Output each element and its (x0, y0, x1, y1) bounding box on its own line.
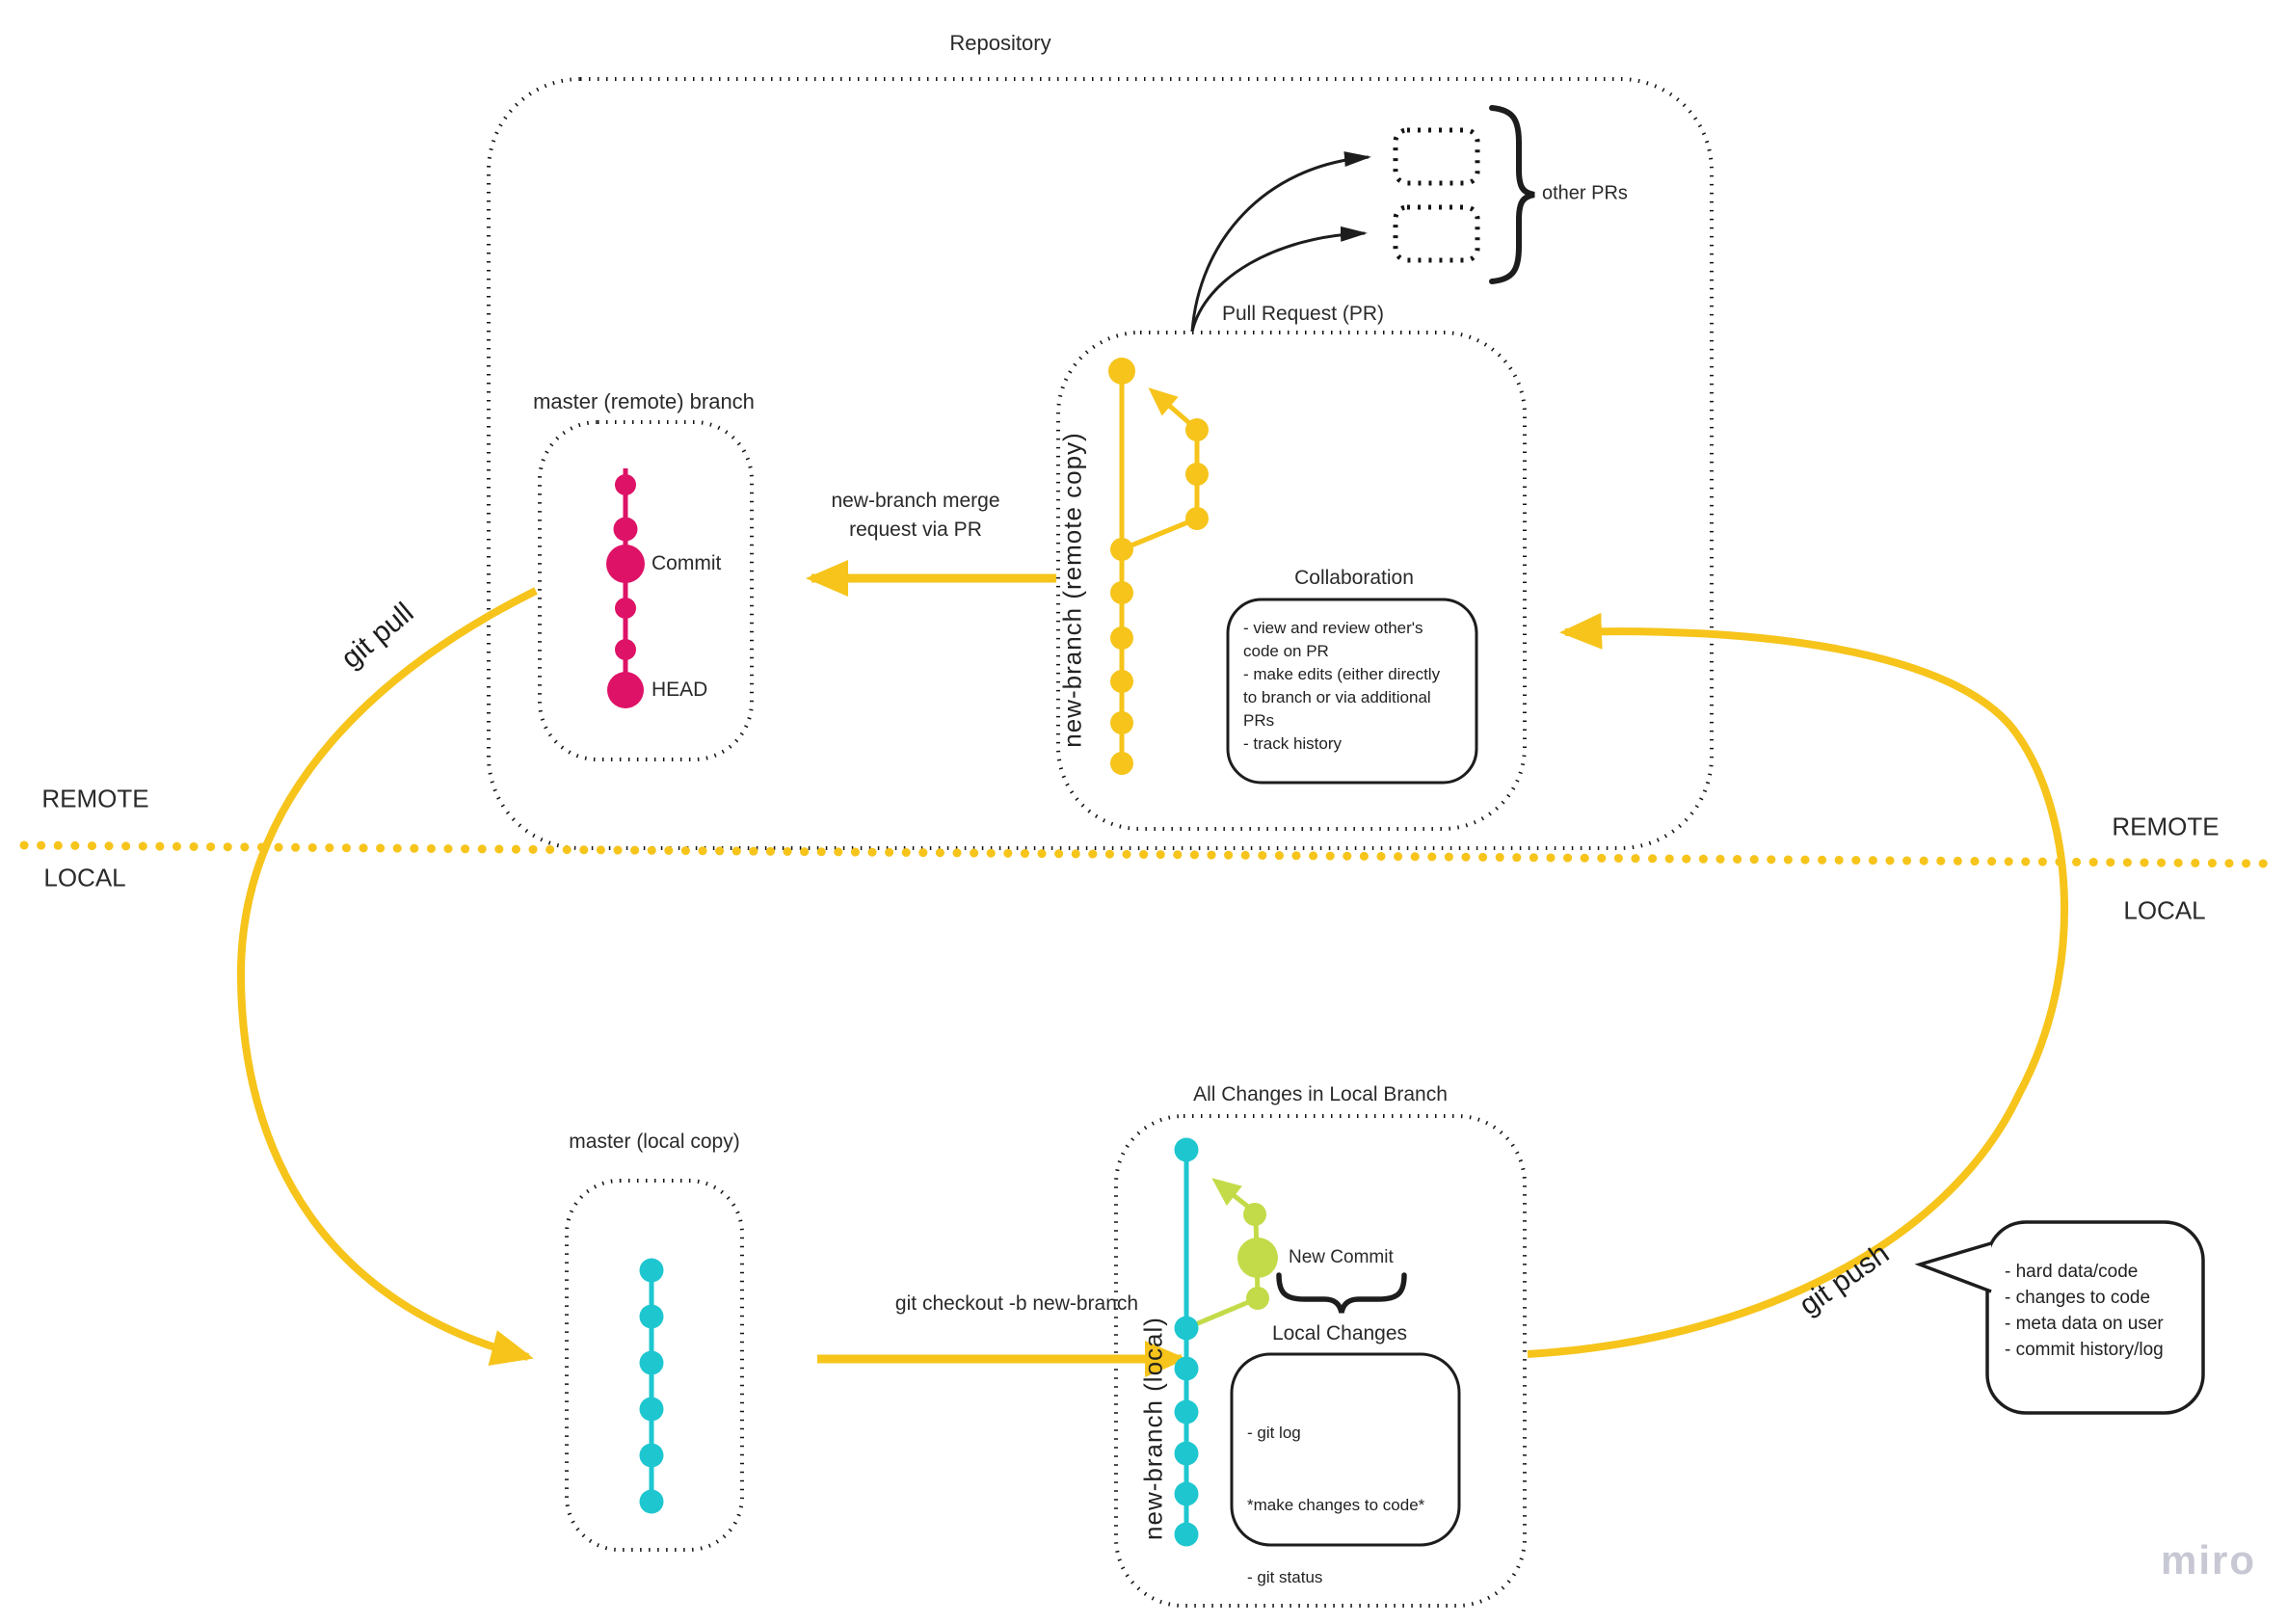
new-commit-dot-large (1237, 1238, 1278, 1278)
all-changes-title: All Changes in Local Branch (1193, 1083, 1448, 1105)
commit-dot (1174, 1316, 1199, 1341)
pr-commit-graph (1108, 358, 1209, 775)
commit-dot (1110, 626, 1133, 650)
commit-dot-large (606, 545, 645, 583)
other-pr-arrow-2 (1190, 226, 1368, 333)
remote-label-left: REMOTE (41, 784, 149, 813)
master-local-title: master (local copy) (569, 1131, 740, 1153)
master-remote-branch-box (538, 420, 754, 761)
checkout-label: git checkout -b new-branch (894, 1292, 1139, 1315)
commit-dot (1243, 1203, 1266, 1226)
commit-dot (1174, 1441, 1199, 1466)
commit-dot (1110, 538, 1133, 561)
local-changes-note-box (1230, 1352, 1461, 1547)
remote-label-right: REMOTE (2112, 812, 2220, 841)
commit-dot (1174, 1356, 1199, 1381)
other-prs-brace (1489, 105, 1535, 284)
git-push-curve (1527, 612, 2069, 1358)
new-commit-label: New Commit (1289, 1247, 1394, 1267)
remote-local-divider (19, 840, 2270, 868)
local-label-right: LOCAL (2123, 895, 2206, 925)
head-dot-large (607, 672, 644, 708)
commit-dot (615, 639, 636, 660)
head-label: HEAD (652, 679, 708, 701)
commit-dot (1246, 1287, 1269, 1310)
local-changes-commands: - git log *make changes to code* - git s… (1247, 1424, 1425, 1586)
local-label-left: LOCAL (43, 863, 126, 892)
commit-dot (1174, 1481, 1199, 1506)
master-remote-commit-graph (606, 468, 645, 708)
commit-dot (615, 474, 636, 495)
collaboration-note-box (1226, 598, 1478, 785)
commit-label: Commit (652, 552, 722, 574)
commit-dot (1174, 1137, 1199, 1162)
other-prs-label: other PRs (1542, 182, 1628, 204)
commit-dot (1110, 752, 1133, 775)
commit-dot (639, 1258, 664, 1283)
other-pr-arrow-1 (1190, 151, 1371, 333)
new-branch-remote-label: new-branch (remote copy) (1057, 432, 1087, 748)
git-push-speech-bubble (1914, 1220, 2205, 1415)
local-changes-label: Local Changes (1271, 1322, 1408, 1344)
commit-dot (615, 598, 636, 619)
commit-dot (639, 1443, 664, 1468)
master-local-box (565, 1179, 744, 1552)
master-remote-title: master (remote) branch (533, 389, 755, 413)
other-pr-box-2 (1393, 204, 1480, 263)
merge-request-label: new-branch merge request via PR (831, 490, 1000, 541)
commit-dot (1110, 581, 1133, 604)
commit-dot (639, 1397, 664, 1422)
commit-dot (1108, 358, 1135, 385)
collaboration-note-text: - view and review other's code on PR - m… (1243, 619, 1441, 753)
commit-dot (639, 1350, 664, 1375)
collaboration-title: Collaboration (1294, 567, 1414, 589)
repository-title: Repository (949, 31, 1051, 55)
git-pull-curve (236, 587, 538, 1367)
commit-dot (639, 1304, 664, 1329)
git-push-bubble-text: - hard data/code - changes to code - met… (2005, 1262, 2164, 1360)
local-branch-commit-graph (1174, 1137, 1278, 1547)
speech-bubble-tail (1914, 1241, 1992, 1293)
commit-dot (1110, 670, 1133, 693)
miro-watermark: miro (2161, 1537, 2257, 1583)
commit-dot (1174, 1399, 1199, 1424)
commit-dot (613, 517, 638, 542)
commit-dot (1185, 463, 1209, 486)
master-local-commit-graph (639, 1258, 664, 1514)
pull-request-title: Pull Request (PR) (1221, 303, 1385, 325)
commit-dot (1185, 418, 1209, 441)
commit-dot (639, 1489, 664, 1514)
commit-dot (1185, 507, 1209, 530)
commit-dot (1110, 711, 1133, 734)
commit-dot (1174, 1522, 1199, 1547)
new-commit-brace (1276, 1272, 1407, 1314)
new-branch-local-label: new-branch (local) (1138, 1317, 1168, 1540)
other-pr-box-1 (1393, 127, 1480, 186)
